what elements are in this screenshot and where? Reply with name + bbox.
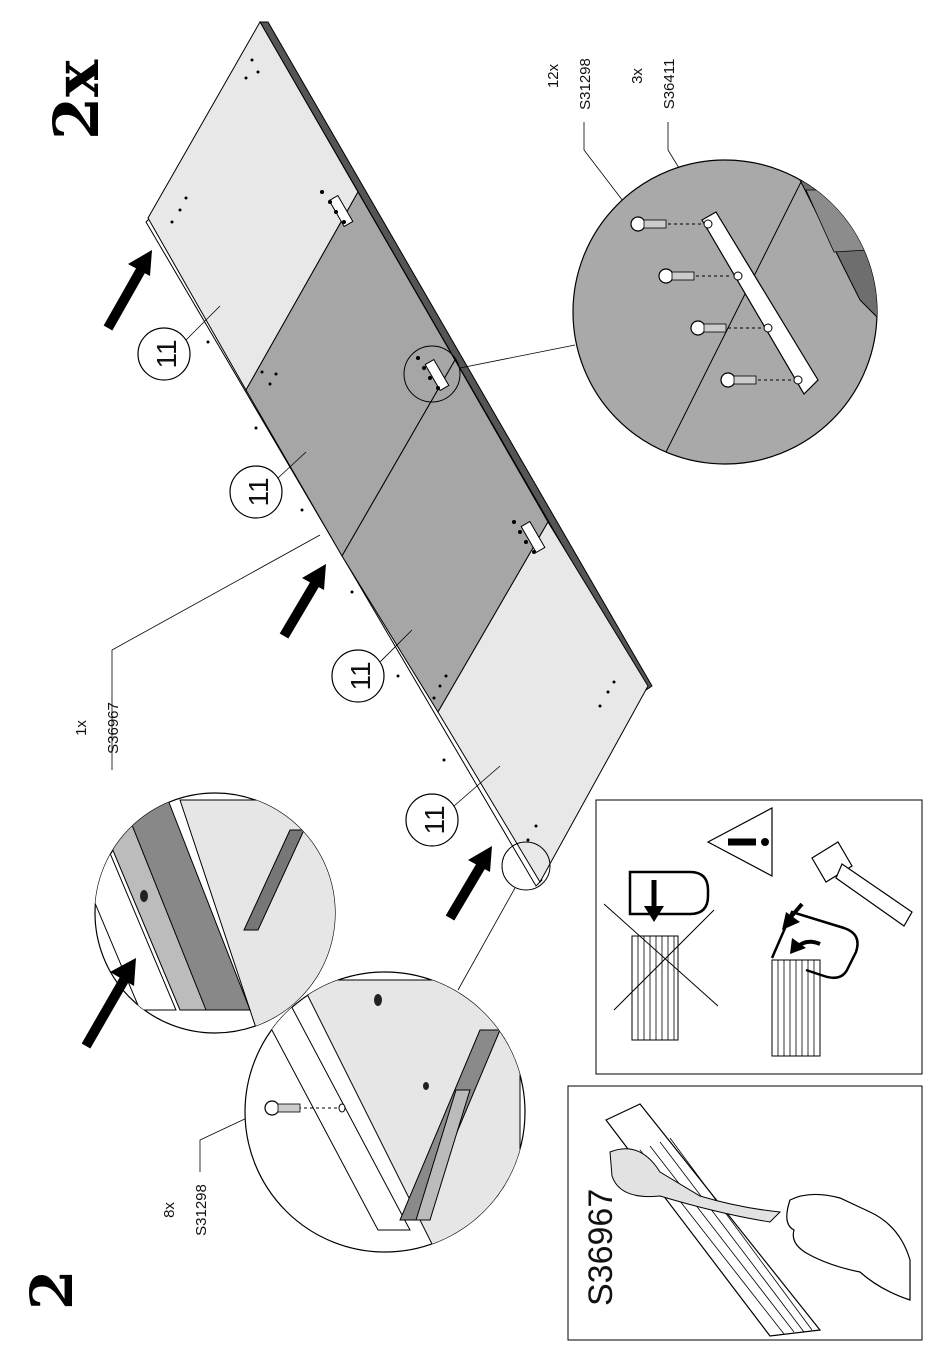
svg-text:2x: 2x xyxy=(40,59,113,140)
push-arrow-icon xyxy=(108,250,152,328)
svg-text:1x: 1x xyxy=(73,720,90,736)
step-quantity: 2x xyxy=(40,59,113,140)
panel-label-4: 11 xyxy=(406,766,500,846)
svg-text:S36411: S36411 xyxy=(661,59,678,110)
svg-text:8x: 8x xyxy=(161,1202,178,1218)
svg-text:S31298: S31298 xyxy=(577,58,594,110)
svg-text:S31298: S31298 xyxy=(193,1184,210,1236)
svg-text:S36967: S36967 xyxy=(105,702,122,754)
step-number: 2 xyxy=(18,1270,86,1310)
svg-text:11: 11 xyxy=(419,805,450,834)
profile-callout: 1x S36967 xyxy=(73,535,320,770)
detail-profile-screw xyxy=(245,972,525,1260)
svg-text:12x: 12x xyxy=(545,63,562,88)
push-arrow-icon xyxy=(284,564,326,636)
detail-joint-plate xyxy=(573,160,900,464)
push-arrow-icon xyxy=(450,846,492,918)
svg-text:11: 11 xyxy=(151,339,182,368)
screw-callout-large: 12x S31298 xyxy=(545,58,636,218)
svg-text:2: 2 xyxy=(18,1270,86,1310)
svg-text:S36967: S36967 xyxy=(582,1189,620,1306)
svg-text:11: 11 xyxy=(345,661,376,690)
svg-text:3x: 3x xyxy=(629,68,646,84)
svg-text:11: 11 xyxy=(243,477,274,506)
warning-box xyxy=(596,800,922,1074)
tape-box: S36967 xyxy=(568,1086,922,1340)
